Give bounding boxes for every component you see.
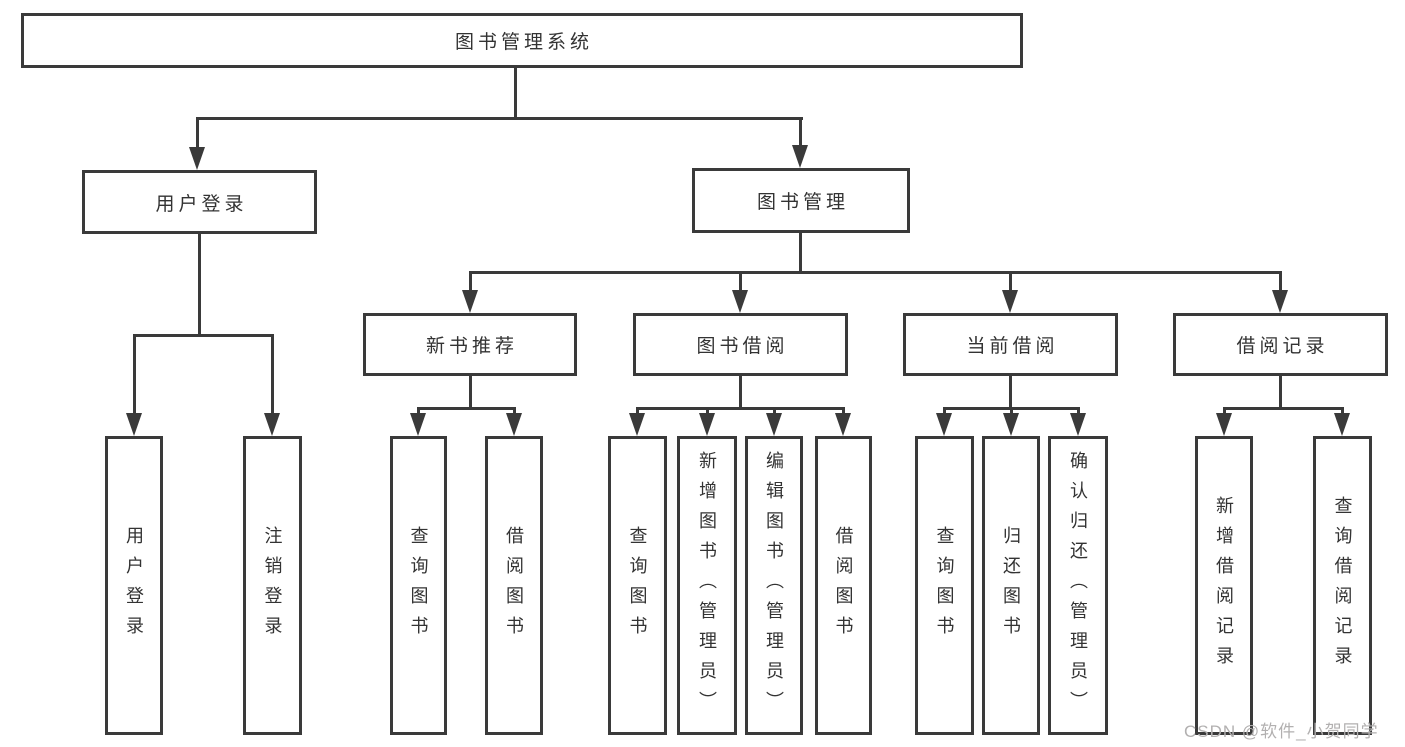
arrowhead-down-icon: [792, 145, 808, 168]
connector-line: [799, 118, 802, 147]
connector-line: [1010, 408, 1013, 415]
leaf-query-books-current: 查询图书: [915, 436, 974, 735]
connector-line: [469, 271, 1282, 274]
node-user-login: 用户登录: [82, 170, 317, 234]
connector-line: [1279, 376, 1282, 410]
arrowhead-down-icon: [126, 413, 142, 436]
arrowhead-down-icon: [506, 413, 522, 436]
leaf-add-book-admin: 新增图书（管理员）: [677, 436, 737, 735]
connector-line: [773, 408, 776, 415]
leaf-query-borrowing-record: 查询借阅记录: [1313, 436, 1372, 735]
leaf-logout: 注销登录: [243, 436, 302, 735]
connector-line: [1077, 408, 1080, 415]
connector-line: [1279, 272, 1282, 292]
connector-line: [469, 376, 472, 410]
leaf-query-books-recommend: 查询图书: [390, 436, 447, 735]
connector-line: [271, 335, 274, 415]
leaf-borrow-books-recommend: 借阅图书: [485, 436, 543, 735]
node-book-management: 图书管理: [692, 168, 910, 233]
arrowhead-down-icon: [1002, 290, 1018, 313]
node-book-borrowing: 图书借阅: [633, 313, 848, 376]
connector-line: [469, 272, 472, 292]
connector-line: [1341, 408, 1344, 415]
connector-line: [943, 408, 946, 415]
leaf-query-books-borrowing: 查询图书: [608, 436, 667, 735]
watermark: CSDN @软件_小贺同学: [1184, 722, 1379, 741]
node-current-borrowing: 当前借阅: [903, 313, 1118, 376]
arrowhead-down-icon: [835, 413, 851, 436]
connector-line: [1009, 376, 1012, 410]
connector-line: [133, 334, 274, 337]
arrowhead-down-icon: [1003, 413, 1019, 436]
connector-line: [514, 68, 517, 120]
arrowhead-down-icon: [1334, 413, 1350, 436]
connector-line: [739, 376, 742, 410]
connector-line: [417, 407, 516, 410]
leaf-add-borrowing-record: 新增借阅记录: [1195, 436, 1253, 735]
leaf-user-login: 用户登录: [105, 436, 163, 735]
connector-line: [1223, 408, 1226, 415]
connector-line: [636, 407, 845, 410]
connector-line: [196, 118, 199, 149]
node-borrowing-records: 借阅记录: [1173, 313, 1388, 376]
arrowhead-down-icon: [410, 413, 426, 436]
connector-line: [636, 408, 639, 415]
connector-line: [196, 117, 803, 120]
connector-line: [1009, 272, 1012, 292]
arrowhead-down-icon: [1216, 413, 1232, 436]
arrowhead-down-icon: [189, 147, 205, 170]
arrowhead-down-icon: [629, 413, 645, 436]
leaf-borrow-books-borrowing: 借阅图书: [815, 436, 872, 735]
arrowhead-down-icon: [462, 290, 478, 313]
arrowhead-down-icon: [699, 413, 715, 436]
connector-line: [706, 408, 709, 415]
connector-line: [842, 408, 845, 415]
connector-line: [417, 408, 420, 415]
arrowhead-down-icon: [936, 413, 952, 436]
connector-line: [1223, 407, 1344, 410]
arrowhead-down-icon: [264, 413, 280, 436]
node-library-management-system: 图书管理系统: [21, 13, 1023, 68]
leaf-edit-book-admin: 编辑图书（管理员）: [745, 436, 803, 735]
arrowhead-down-icon: [732, 290, 748, 313]
node-new-book-recommendation: 新书推荐: [363, 313, 577, 376]
leaf-return-books: 归还图书: [982, 436, 1040, 735]
connector-line: [799, 233, 802, 274]
arrowhead-down-icon: [766, 413, 782, 436]
connector-line: [513, 408, 516, 415]
connector-line: [133, 335, 136, 415]
connector-line: [739, 272, 742, 292]
connector-line: [198, 234, 201, 337]
arrowhead-down-icon: [1070, 413, 1086, 436]
arrowhead-down-icon: [1272, 290, 1288, 313]
leaf-confirm-return-admin: 确认归还（管理员）: [1048, 436, 1108, 735]
